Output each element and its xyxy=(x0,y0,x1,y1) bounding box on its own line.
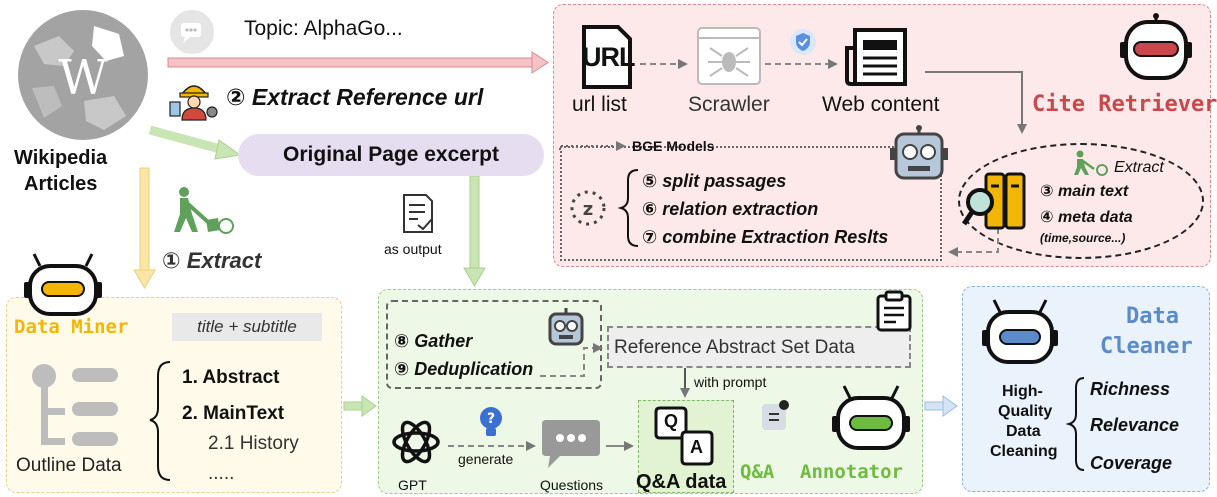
step-deduplication: ⑨ Deduplication xyxy=(394,359,534,379)
svg-text:W: W xyxy=(58,50,108,106)
spider-crawler-icon xyxy=(697,27,761,85)
document-check-icon xyxy=(403,194,433,233)
newspaper-icon xyxy=(845,28,907,86)
gpt-logo-icon xyxy=(392,420,440,464)
criterion-coverage: Coverage xyxy=(1090,453,1173,473)
arrow-to-annotator xyxy=(463,175,486,287)
bge-models-box xyxy=(560,146,942,261)
qa-data-label: Q&A data xyxy=(636,471,727,493)
meta-data-note: (time,source...) xyxy=(1040,231,1126,245)
shield-check-icon xyxy=(790,29,816,55)
cleaner-label-quality: Quality xyxy=(998,403,1053,420)
step-main-text: ③ main text xyxy=(1040,183,1129,200)
outline-item-history: 2.1 History xyxy=(208,433,299,454)
cleaner-label-high: High- xyxy=(1002,383,1043,400)
criterion-richness: Richness xyxy=(1090,379,1171,399)
step-gather: ⑧ Gather xyxy=(394,331,473,351)
generate-label: generate xyxy=(458,451,514,467)
cleaner-label-data: Data xyxy=(1006,423,1041,440)
worker-icon xyxy=(169,85,218,121)
step-extract-reference-url: ② Extract Reference url xyxy=(226,84,484,110)
gpt-label: GPT xyxy=(398,477,427,493)
reference-abstract-label: Reference Abstract Set Data xyxy=(614,337,855,358)
lightbulb-question-icon: ? xyxy=(480,407,502,436)
outline-item-maintext: 2. MainText xyxy=(182,403,285,424)
url-icon xyxy=(582,25,632,89)
annotator-robot-icon xyxy=(832,385,910,450)
qa-glyph-q: Q xyxy=(664,411,679,431)
arrow-to-cite-retriever xyxy=(167,51,549,74)
cleaner-bracket xyxy=(1065,377,1085,471)
chat-bubble-icon xyxy=(170,10,214,54)
scrawler-label: Scrawler xyxy=(688,93,770,116)
cleaner-label-cleaning: Cleaning xyxy=(990,443,1058,460)
bge-robot-icon xyxy=(890,125,948,180)
svg-text:z: z xyxy=(583,199,593,220)
wikipedia-globe-icon: W xyxy=(18,10,148,140)
extract-label: Extract xyxy=(1114,159,1164,176)
topic-label: Topic: AlphaGo... xyxy=(244,17,403,40)
outline-bracket xyxy=(149,361,171,481)
questions-label: Questions xyxy=(540,477,604,493)
url-list-label: url list xyxy=(572,93,627,116)
search-files-icon xyxy=(962,172,1026,230)
step-meta-data: ④ meta data xyxy=(1040,209,1133,226)
web-content-label: Web content xyxy=(822,93,940,116)
title-subtitle-chip: title + subtitle xyxy=(172,313,322,341)
qa-glyph-a: A xyxy=(690,437,703,457)
annotator-qa-label: Q&A xyxy=(740,461,775,483)
qa-annotator-panel xyxy=(378,289,923,494)
spinner-icon: z xyxy=(570,190,606,226)
url-glyph: URL xyxy=(582,42,635,72)
outline-item-ellipsis: ..... xyxy=(208,463,235,484)
gather-robot-icon xyxy=(548,308,584,346)
cleaner-robot-icon xyxy=(982,299,1058,364)
arrow-to-page-excerpt xyxy=(148,125,242,160)
digger-icon xyxy=(174,187,234,234)
outline-data-label: Outline Data xyxy=(16,455,122,476)
qa-data-icon xyxy=(654,406,714,466)
criterion-relevance: Relevance xyxy=(1090,415,1180,435)
data-miner-title: Data Miner xyxy=(14,316,129,338)
extract-ellipse xyxy=(958,143,1204,259)
miner-robot-icon xyxy=(24,253,102,316)
cite-robot-icon xyxy=(1120,13,1192,80)
cleaner-title-line1: Data xyxy=(1126,304,1179,329)
original-page-excerpt: Original Page excerpt xyxy=(238,134,544,176)
step-split-passages: ⑤ split passages xyxy=(642,171,787,191)
step-relation-extraction: ⑥ relation extraction xyxy=(642,199,819,219)
questions-bubble-icon xyxy=(542,420,600,468)
cleaner-title-line2: Cleaner xyxy=(1100,334,1193,359)
arrow-miner-to-annotator xyxy=(343,395,377,417)
clipboard-icon xyxy=(876,290,912,332)
as-output-label: as output xyxy=(384,241,442,257)
note-dot-icon xyxy=(762,400,789,430)
cite-retriever-title: Cite Retriever xyxy=(1032,92,1217,117)
extract-worker-icon xyxy=(1074,150,1108,176)
outline-tree-icon xyxy=(32,364,118,446)
annotator-title: Annotator xyxy=(800,461,903,483)
bge-models-label: BGE Models xyxy=(632,138,715,154)
wikipedia-label-line1: Wikipedia xyxy=(14,147,108,169)
with-prompt-label: with prompt xyxy=(694,374,767,390)
arrow-annotator-to-cleaner xyxy=(924,395,958,417)
wikipedia-label-line2: Articles xyxy=(24,173,98,195)
step-combine-extraction: ⑦ combine Extraction Reslts xyxy=(642,227,889,247)
arrow-to-data-miner xyxy=(133,167,156,289)
reference-abstract-box xyxy=(607,326,911,368)
svg-text:?: ? xyxy=(487,411,495,427)
outline-item-abstract: 1. Abstract xyxy=(182,367,280,388)
step-extract: ① Extract xyxy=(162,248,262,273)
